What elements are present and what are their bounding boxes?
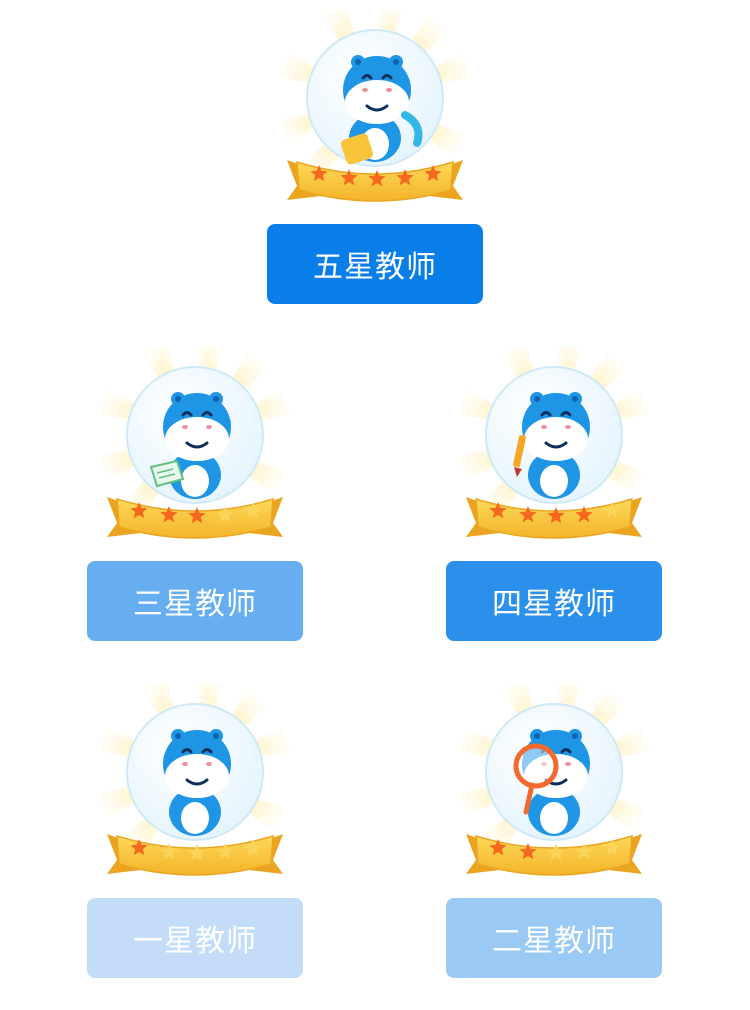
star-icon: [188, 844, 206, 861]
star-icon: [310, 165, 328, 182]
star-icon: [244, 839, 262, 856]
star-icon: [424, 165, 442, 182]
star-icon: [603, 502, 621, 519]
star-icon: [244, 502, 262, 519]
star-icon: [489, 502, 507, 519]
four-star-badge-icon: [444, 347, 664, 557]
five-star-teacher-label: 五星教师: [313, 250, 437, 285]
star-icon: [368, 170, 386, 187]
star-icon: [216, 506, 234, 523]
five-star-teacher-button[interactable]: 五星教师: [267, 224, 483, 304]
star-icon: [188, 507, 206, 524]
two-star-teacher-button[interactable]: 二星教师: [446, 898, 662, 978]
star-icon: [519, 843, 537, 860]
three-star-badge-icon: [85, 347, 305, 557]
one-star-teacher-button[interactable]: 一星教师: [87, 898, 303, 978]
one-star-teacher-label: 一星教师: [133, 924, 257, 959]
three-star-teacher-button[interactable]: 三星教师: [87, 561, 303, 641]
star-icon: [340, 169, 358, 186]
three-star-teacher-label: 三星教师: [133, 587, 257, 622]
two-star-teacher-label: 二星教师: [492, 924, 616, 959]
star-icon: [489, 839, 507, 856]
star-icon: [547, 844, 565, 861]
star-icon: [575, 843, 593, 860]
star-icon: [396, 169, 414, 186]
star-icon: [575, 506, 593, 523]
star-icon: [130, 502, 148, 519]
star-icon: [160, 506, 178, 523]
four-star-teacher-button[interactable]: 四星教师: [446, 561, 662, 641]
star-icon: [603, 839, 621, 856]
four-star-teacher-label: 四星教师: [492, 587, 616, 622]
five-star-badge-icon: [265, 10, 485, 220]
two-star-badge-icon: [444, 684, 664, 894]
star-icon: [519, 506, 537, 523]
star-icon: [547, 507, 565, 524]
one-star-badge-icon: [85, 684, 305, 894]
star-icon: [216, 843, 234, 860]
star-icon: [160, 843, 178, 860]
star-icon: [130, 839, 148, 856]
